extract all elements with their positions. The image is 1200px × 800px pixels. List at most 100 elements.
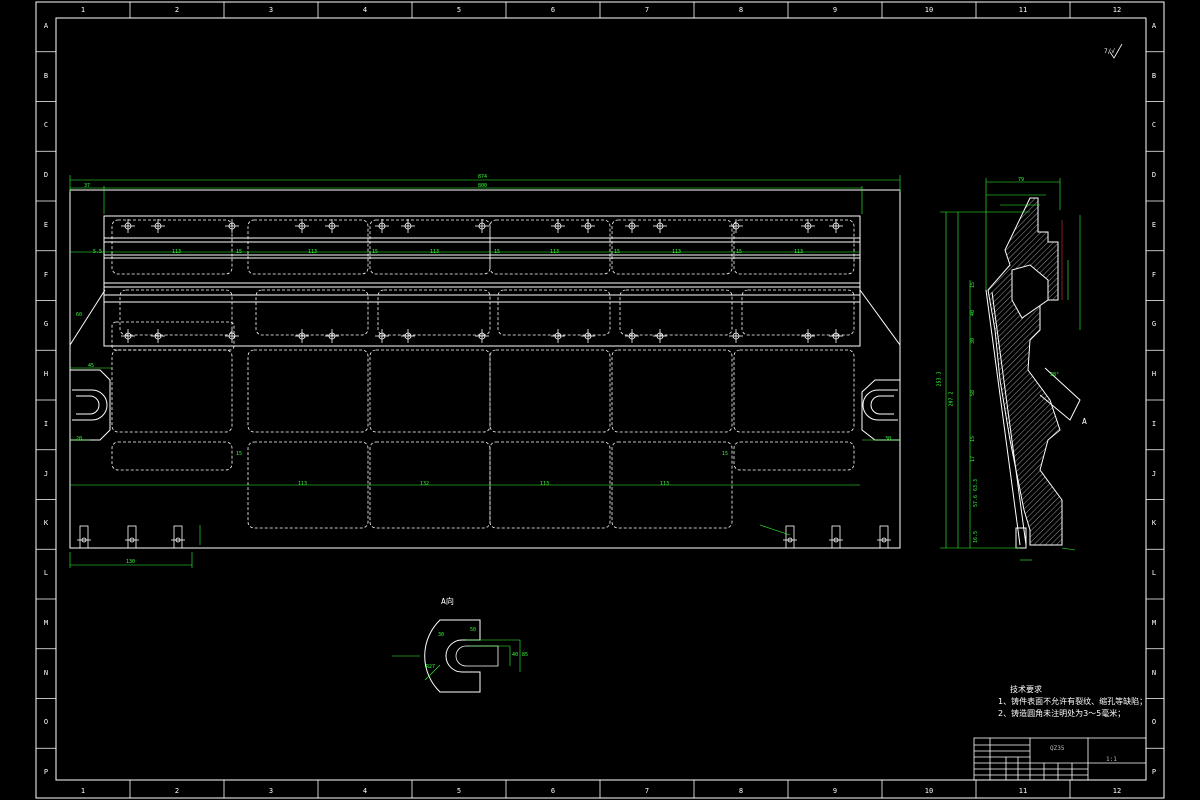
dim-side-stack-6: 63.3 [973, 478, 980, 492]
zone-row-right-P: P [1151, 768, 1157, 777]
foot-hole [129, 537, 135, 543]
zone-row-left-K: K [43, 519, 49, 528]
zone-col-bot-2: 2 [174, 787, 180, 795]
zone-row-left-M: M [43, 618, 49, 627]
pocket-mid-2 [377, 289, 491, 336]
side-section-view [985, 197, 1081, 549]
dim-bay-gap-4: 15 [736, 249, 743, 255]
zone-col-bot-3: 3 [268, 787, 274, 795]
pocket-upper-3 [489, 219, 611, 275]
zone-col-bot-5: 5 [456, 787, 462, 795]
dim-gap-1: 15 [236, 451, 243, 457]
foot-hole [833, 537, 839, 543]
dim-misc-left-0: 20 [76, 436, 83, 442]
a-dim-4: R27 [426, 664, 436, 670]
slot-left [72, 389, 108, 421]
pocket-mid-1 [255, 289, 369, 336]
front-view [69, 189, 901, 549]
foot-markers [77, 525, 891, 549]
a-dim-2: 40 [512, 652, 519, 658]
pocket-main-3 [489, 349, 611, 433]
zone-row-left-I: I [43, 419, 49, 428]
roughness-label: 7/√ [1104, 48, 1115, 55]
zone-row-left-C: C [43, 121, 49, 130]
zone-col-top-12: 12 [1112, 6, 1122, 14]
dim-bay-gap-3: 15 [614, 249, 621, 255]
zone-col-bot-6: 6 [550, 787, 556, 795]
dim-side-stack-3: 58 [970, 389, 977, 397]
zone-col-top-8: 8 [738, 6, 744, 14]
zone-row-left-L: L [43, 569, 49, 578]
side-dimension-lines [940, 178, 1081, 561]
pocket-main-0 [111, 349, 233, 433]
zone-row-right-B: B [1151, 71, 1157, 80]
slot-right-inner [870, 395, 894, 415]
dim-overall-width: 874 [478, 174, 488, 180]
pocket-mid-4 [619, 289, 733, 336]
title-block-material: QZ35 [1050, 745, 1065, 752]
zone-col-top-11: 11 [1018, 6, 1028, 14]
a-view-detail [424, 619, 499, 693]
tech-req-item-1: 1、铸件表面不允许有裂纹、缩孔等缺陷； [998, 697, 1148, 706]
dim-side-stack-7: 57.6 [973, 494, 980, 508]
dim-bay-4: 113 [672, 249, 682, 255]
zone-col-bot-7: 7 [644, 787, 650, 795]
pocket-low-0 [111, 441, 233, 471]
dim-side-stack-0: 15 [970, 281, 977, 289]
front-outline [69, 189, 901, 549]
zone-col-top-6: 6 [550, 6, 556, 14]
a-dim-3: 30 [438, 632, 445, 638]
tech-req-title: 技术要求 [1010, 685, 1042, 694]
zone-col-bot-4: 4 [362, 787, 368, 795]
pocket-main-1 [247, 349, 369, 433]
zone-row-right-C: C [1151, 121, 1157, 130]
zone-row-right-O: O [1151, 718, 1157, 727]
dim-bottom-bay-0: 113 [298, 481, 308, 487]
top-flange [103, 215, 861, 347]
zone-row-left-P: P [43, 768, 49, 777]
dim-bottom-left: 130 [126, 559, 136, 565]
a-view-outline [424, 619, 481, 693]
zone-row-left-O: O [43, 718, 49, 727]
dim-bay-2: 113 [430, 249, 440, 255]
zone-col-bot-12: 12 [1112, 787, 1122, 795]
zone-col-top-4: 4 [362, 6, 368, 14]
slot-right-ear [861, 379, 900, 441]
section-inner-cavity [1011, 264, 1049, 319]
front-dimension-lines [69, 175, 901, 568]
dim-gap-2: 15 [722, 451, 729, 457]
zone-row-left-H: H [43, 370, 49, 379]
foot-hole [787, 537, 793, 543]
zone-row-right-F: F [1151, 270, 1157, 279]
zone-row-right-A: A [1151, 21, 1157, 30]
dim-bay-1: 113 [308, 249, 318, 255]
pocket-low-5 [733, 441, 855, 471]
slot-left-inner [76, 395, 100, 415]
dim-left-offset: 37 [84, 183, 91, 189]
dim-misc-left-1: 60 [76, 312, 83, 318]
foot-4 [831, 525, 841, 549]
zone-row-right-M: M [1151, 618, 1157, 627]
outer-border [35, 1, 1165, 799]
pocket-mid-3 [497, 289, 611, 336]
pocket-mid-5 [741, 289, 855, 336]
section-foot [1015, 527, 1027, 549]
a-view-title: A向 [441, 597, 454, 606]
zone-row-right-I: I [1151, 419, 1157, 428]
tech-req-item-2: 2、铸造圆角未注明处为3～5毫米； [998, 709, 1126, 718]
zone-col-top-7: 7 [644, 6, 650, 14]
dim-side-top: 79 [1018, 177, 1025, 183]
a-view-slot [455, 645, 499, 667]
zone-row-left-B: B [43, 71, 49, 80]
zone-col-top-1: 1 [80, 6, 86, 14]
dim-bay-0: 113 [172, 249, 182, 255]
dim-inner-width: 800 [478, 183, 488, 189]
zone-row-left-G: G [43, 320, 49, 329]
dim-misc-left-2: 5.5 [93, 249, 103, 255]
section-lining-2 [991, 291, 1027, 546]
zone-row-left-F: F [43, 270, 49, 279]
dim-side-stack-1: 40 [970, 309, 977, 317]
zone-col-bot-1: 1 [80, 787, 86, 795]
